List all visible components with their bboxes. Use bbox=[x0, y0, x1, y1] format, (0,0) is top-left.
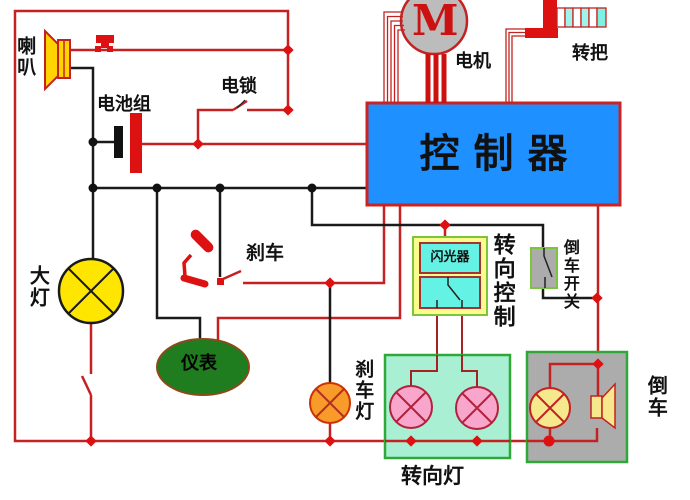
battery-negative-plate bbox=[114, 126, 123, 158]
black-wires bbox=[68, 66, 597, 384]
battery-positive-plate bbox=[130, 113, 142, 173]
brake-switch-wire bbox=[222, 205, 386, 285]
motor-hall-wires bbox=[383, 11, 405, 103]
brake-light-label: 刹车灯 bbox=[352, 359, 375, 422]
horn-button-cap bbox=[96, 35, 114, 43]
reverse-label: 倒车 bbox=[644, 375, 669, 419]
controller-label: 控制器 bbox=[419, 130, 582, 177]
headlight-lamp bbox=[57, 257, 125, 325]
motor-symbol bbox=[383, 0, 469, 103]
horn-button bbox=[95, 35, 114, 52]
throttle-label: 转把 bbox=[572, 43, 608, 64]
meter-label: 仪表 bbox=[181, 353, 217, 374]
flasher-switch-box bbox=[419, 276, 481, 309]
brake-switch-contact bbox=[217, 278, 224, 285]
black-junctions bbox=[88, 137, 317, 193]
horn-button-contact-left bbox=[95, 46, 101, 52]
headlight-switch-wire bbox=[80, 323, 93, 441]
reverse-switch-box bbox=[530, 247, 558, 289]
brake-lamp bbox=[309, 382, 351, 424]
turn-lights-label: 转向灯 bbox=[401, 464, 464, 488]
turn-lamp-left-cross bbox=[395, 391, 427, 423]
throttle-grip bbox=[556, 7, 607, 28]
key-lock-leader-line bbox=[236, 99, 246, 109]
brake-lever-icon bbox=[180, 229, 224, 288]
horn-button-contact-right bbox=[107, 46, 113, 52]
flasher-unit bbox=[412, 236, 488, 316]
motor-phase-wire-2 bbox=[433, 54, 439, 103]
horn-button-stem bbox=[101, 42, 109, 48]
reverse-switch-blade bbox=[543, 248, 553, 288]
throttle-icon bbox=[505, 0, 607, 103]
meter-feed-wire bbox=[155, 188, 202, 341]
flasher-relay-box bbox=[419, 242, 481, 274]
ground-trunk-wire bbox=[68, 66, 367, 190]
reverse-beeper-body bbox=[590, 395, 603, 419]
battery-pack-symbol bbox=[114, 113, 142, 173]
key-lock-label: 电锁 bbox=[221, 76, 257, 97]
reverse-lamp-cross bbox=[535, 393, 565, 423]
horn-speaker bbox=[44, 28, 71, 92]
flasher-label: 闪光器 bbox=[430, 249, 470, 265]
brake-label: 刹车 bbox=[246, 242, 285, 264]
motor-phase-wire-1 bbox=[425, 54, 431, 103]
throttle-stem bbox=[543, 0, 557, 30]
reverse-box bbox=[525, 350, 629, 464]
throttle-base bbox=[525, 28, 558, 38]
key-lock-wire bbox=[196, 99, 288, 144]
reverse-wires-inside bbox=[527, 362, 600, 443]
reverse-switch-wire bbox=[310, 188, 597, 300]
brake-lever-arm bbox=[182, 253, 193, 277]
turn-lights-box bbox=[383, 353, 512, 460]
brake-lever-grip bbox=[190, 229, 214, 253]
reverse-beeper-cone bbox=[601, 382, 616, 430]
horn-label: 喇叭 bbox=[14, 36, 37, 78]
meter-wire bbox=[216, 205, 402, 340]
headlight-label: 大灯 bbox=[26, 265, 51, 309]
motor-label: 电机 bbox=[455, 51, 491, 72]
brake-lever-foot bbox=[180, 274, 209, 288]
red-junctions bbox=[85, 44, 604, 447]
turn-switch-symbol bbox=[436, 277, 463, 308]
throttle-wires bbox=[505, 28, 527, 103]
controller-box bbox=[365, 101, 622, 207]
headlight-cross bbox=[68, 268, 114, 314]
turn-feeds-inside bbox=[410, 355, 478, 387]
motor-m-symbol: M bbox=[412, 0, 459, 45]
motor-phase-wire-3 bbox=[441, 54, 447, 103]
meter-ellipse bbox=[156, 338, 250, 396]
turn-control-label: 转向控制 bbox=[489, 233, 515, 329]
reverse-switch-label: 倒车开关 bbox=[560, 239, 580, 311]
turn-lamp-right-cross bbox=[461, 392, 493, 424]
horn-cone bbox=[44, 28, 59, 92]
battery-pack-label: 电池组 bbox=[97, 94, 151, 115]
brake-lamp-cross bbox=[315, 388, 345, 418]
